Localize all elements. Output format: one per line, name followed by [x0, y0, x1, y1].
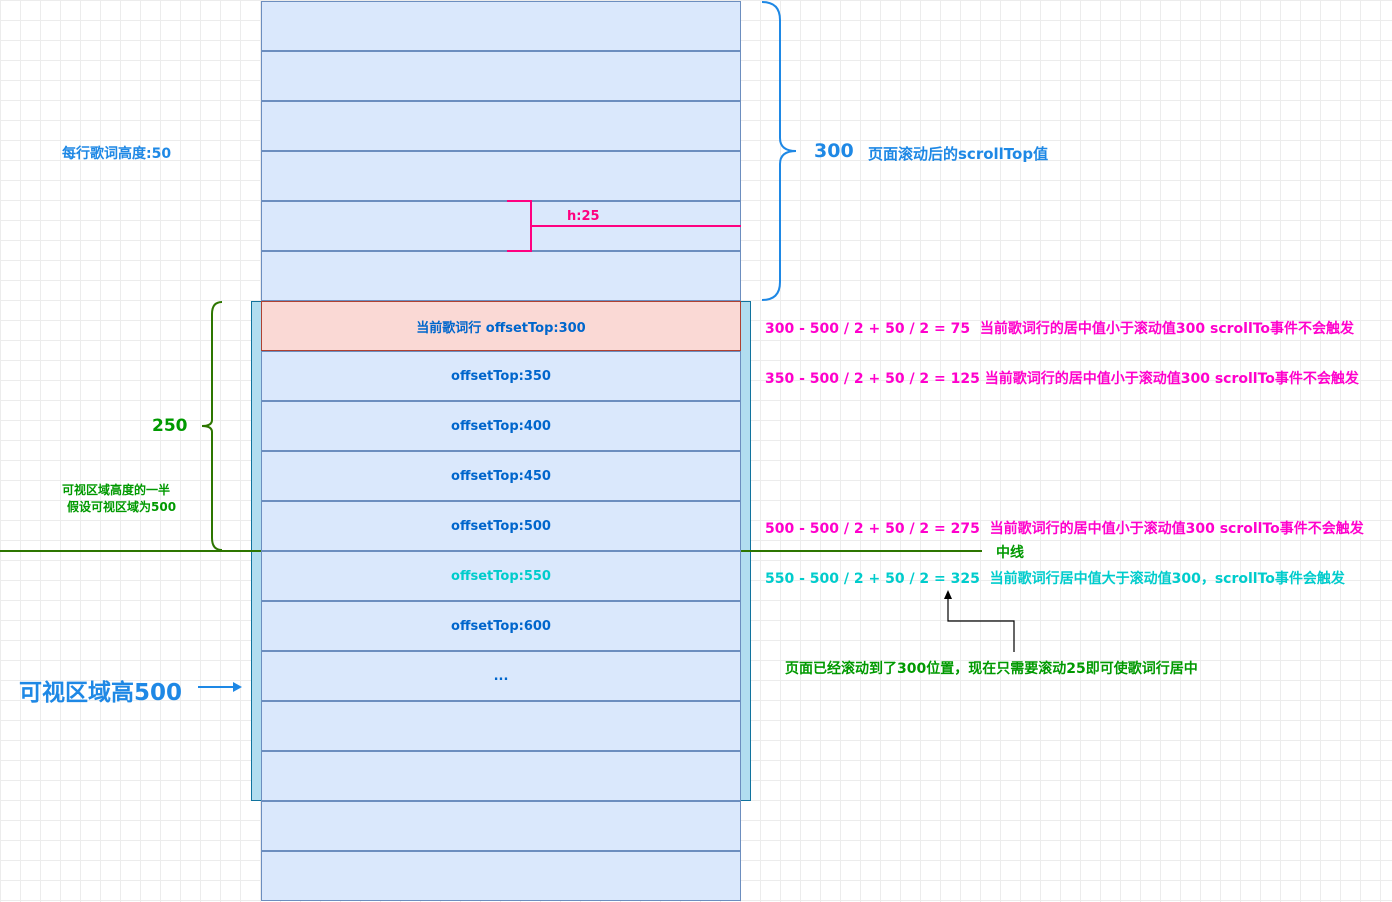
- half-desc-line-2: 假设可视区域为500: [67, 500, 177, 514]
- h25-bracket: [507, 200, 532, 252]
- formula-500: 500 - 500 / 2 + 50 / 2 = 275 当前歌词行的居中值小于…: [765, 518, 1364, 538]
- half-value-label: 250: [152, 416, 188, 436]
- lyric-row: [261, 1, 741, 51]
- lyric-row: [261, 101, 741, 151]
- lyric-row: [261, 801, 741, 851]
- half-desc-line-1: 可视区域高度的一半: [62, 483, 171, 497]
- lyric-row: offsetTop:500: [261, 501, 741, 551]
- viewport-arrow-head: [233, 682, 242, 692]
- formula-desc: 当前歌词行的居中值小于滚动值300 scrollTo事件不会触发: [989, 521, 1364, 537]
- note-arrow-head: [944, 590, 952, 599]
- scrolltop-desc: 页面滚动后的scrollTop值: [868, 145, 1049, 163]
- formula-desc: 当前歌词行居中值大于滚动值300，scrollTo事件会触发: [989, 571, 1345, 587]
- half-height-brace: [201, 301, 223, 551]
- formula-300: 300 - 500 / 2 + 50 / 2 = 75 当前歌词行的居中值小于滚…: [765, 318, 1354, 338]
- h25-label: h:25: [567, 209, 600, 224]
- lyric-row: offsetTop:350: [261, 351, 741, 401]
- current-lyric-row: 当前歌词行 offsetTop:300: [261, 301, 741, 351]
- formula-350: 350 - 500 / 2 + 50 / 2 = 125 当前歌词行的居中值小于…: [765, 368, 1359, 388]
- lyric-row: [261, 751, 741, 801]
- lyric-row: ...: [261, 651, 741, 701]
- lyric-row: offsetTop:550: [261, 551, 741, 601]
- formula-expr: 500 - 500 / 2 + 50 / 2 = 275: [765, 521, 980, 537]
- lyric-row: [261, 51, 741, 101]
- lyric-row: offsetTop:400: [261, 401, 741, 451]
- row-height-label: 每行歌词高度:50: [62, 146, 172, 162]
- lyric-row: [261, 851, 741, 901]
- scrolltop-value: 300: [814, 140, 854, 162]
- lyric-row: offsetTop:600: [261, 601, 741, 651]
- formula-550: 550 - 500 / 2 + 50 / 2 = 325 当前歌词行居中值大于滚…: [765, 568, 1345, 588]
- formula-expr: 550 - 500 / 2 + 50 / 2 = 325: [765, 571, 980, 587]
- lyric-row: [261, 701, 741, 751]
- lyric-row: [261, 251, 741, 301]
- note-arrow-line: [947, 598, 1015, 652]
- lyric-row: offsetTop:450: [261, 451, 741, 501]
- formula-desc: 当前歌词行的居中值小于滚动值300 scrollTo事件不会触发: [979, 321, 1355, 337]
- formula-expr: 300 - 500 / 2 + 50 / 2 = 75: [765, 321, 971, 337]
- formula-expr: 350 - 500 / 2 + 50 / 2 = 125: [765, 371, 980, 387]
- formula-desc: 当前歌词行的居中值小于滚动值300 scrollTo事件不会触发: [984, 371, 1359, 387]
- viewport-height-label: 可视区域高500: [19, 680, 183, 706]
- lyric-row: [261, 151, 741, 201]
- midline-label: 中线: [996, 545, 1024, 561]
- scrolltop-brace: [761, 1, 797, 301]
- scroll-note: 页面已经滚动到了300位置，现在只需要滚动25即可使歌词行居中: [785, 661, 1198, 677]
